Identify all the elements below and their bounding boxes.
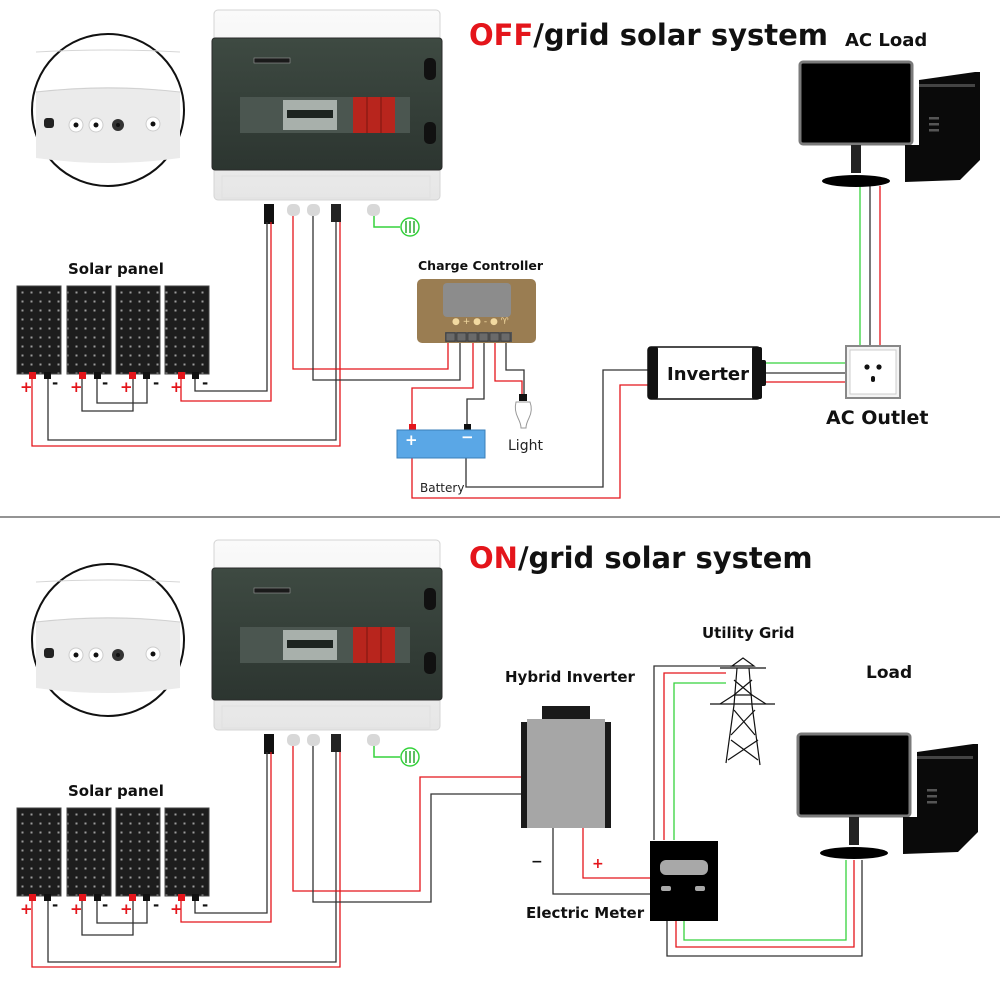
charge-controller-icon: ● + ● - ● ♈ [417,279,536,343]
off-grid-title-rest: /grid solar system [533,18,828,52]
off-grid-section: OFF/grid solar system Solar [16,9,982,499]
battery-icon: + − [396,424,486,459]
ac-outlet-icon [845,345,901,399]
off-grid-solar-panel-label: Solar panel [68,260,164,278]
on-grid-panel-polarity: + - + - + - + - [20,896,208,918]
svg-text:+: + [70,378,83,396]
off-grid-title: OFF/grid solar system [469,18,828,52]
on-grid-title-accent: ON [469,541,518,575]
light-bulb-icon [514,394,532,429]
svg-text:+: + [20,900,33,918]
off-grid-title-accent: OFF [469,18,533,52]
utility-grid-label: Utility Grid [702,624,795,642]
hybrid-inverter-negative: − [531,854,543,870]
svg-text:−: − [461,428,474,446]
electric-meter-icon [650,841,718,921]
ac-load-computer-icon [798,60,982,189]
hybrid-inverter-icon [521,706,611,828]
on-grid-solar-panels-icon [16,807,210,902]
battery-label: Battery [420,481,464,495]
hybrid-inverter-positive: + [592,856,604,872]
svg-text:+: + [405,431,418,449]
off-grid-wiring [31,186,881,499]
light-label: Light [508,438,543,454]
hybrid-inverter-label: Hybrid Inverter [505,668,636,686]
svg-text:● + ● - ● ♈: ● + ● - ● ♈ [452,317,510,327]
svg-text:-: - [52,374,58,392]
svg-text:-: - [153,896,159,914]
off-grid-panel-polarity: + - + - + - + - [20,374,208,396]
svg-text:+: + [170,900,183,918]
svg-text:-: - [52,896,58,914]
svg-text:-: - [202,896,208,914]
svg-text:-: - [102,374,108,392]
ac-load-label: AC Load [845,30,927,51]
svg-text:-: - [153,374,159,392]
svg-text:+: + [20,378,33,396]
on-grid-combiner-box-icon [211,539,443,767]
on-grid-title-rest: /grid solar system [518,541,813,575]
combiner-box-icon [211,9,443,237]
on-grid-section: ON/grid solar system Solar panel [16,539,980,968]
connector-magnifier-icon [31,33,185,187]
load-label: Load [866,663,912,683]
on-grid-connector-magnifier-icon [31,563,185,717]
svg-text:-: - [202,374,208,392]
inverter-icon [647,346,766,400]
inverter-label: Inverter [667,364,749,385]
load-computer-icon [796,732,980,861]
svg-text:+: + [170,378,183,396]
on-grid-title: ON/grid solar system [469,541,813,575]
ac-outlet-label: AC Outlet [826,407,929,429]
svg-text:+: + [120,900,133,918]
on-grid-solar-panel-label: Solar panel [68,782,164,800]
off-grid-solar-panels-icon [16,285,210,380]
utility-grid-tower-icon [710,657,775,766]
electric-meter-label: Electric Meter [526,904,645,922]
on-grid-wiring [31,665,863,968]
svg-text:+: + [120,378,133,396]
charge-controller-label: Charge Controller [418,258,544,273]
svg-text:+: + [70,900,83,918]
svg-text:-: - [102,896,108,914]
